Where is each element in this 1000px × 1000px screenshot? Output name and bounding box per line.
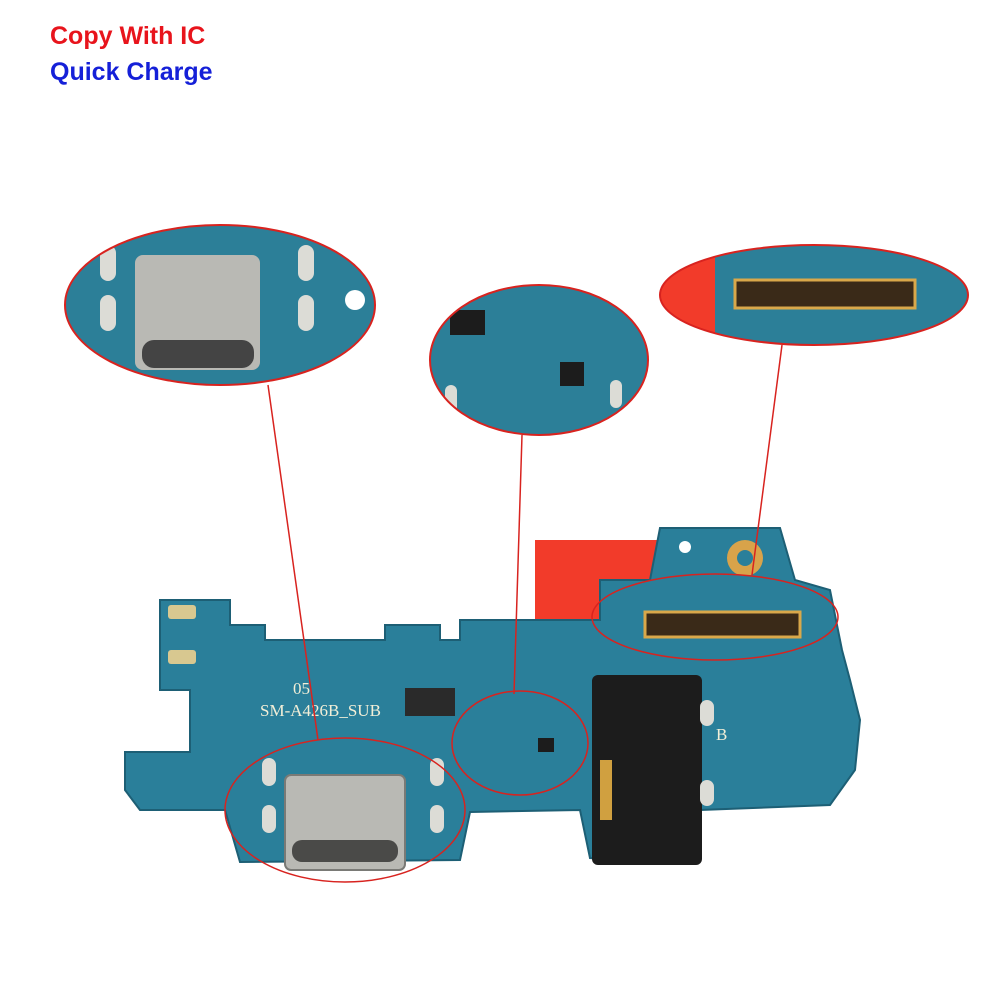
small-connector	[405, 688, 455, 716]
silkscreen-marker: B	[716, 725, 727, 744]
board-connector	[643, 610, 802, 639]
headphone-jack	[592, 675, 702, 865]
zoom-callout-usb-port	[65, 225, 375, 385]
silkscreen-model: SM-A426B_SUB	[260, 701, 381, 720]
zoom-callout-ic	[430, 285, 648, 435]
caption-quick-charge: Quick Charge	[50, 58, 213, 86]
callout-lines	[224, 344, 839, 883]
zoom-callout-connector	[660, 245, 968, 345]
caption-copy-with-ic: Copy With IC	[50, 22, 206, 50]
silkscreen-rev: 05	[293, 679, 310, 698]
